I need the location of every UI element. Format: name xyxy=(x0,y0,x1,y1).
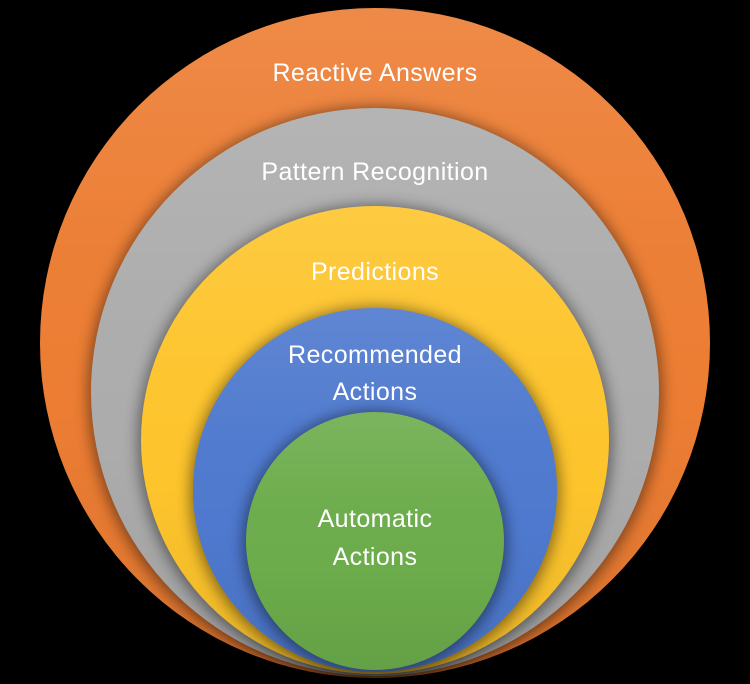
circle-automatic-actions xyxy=(246,412,504,670)
